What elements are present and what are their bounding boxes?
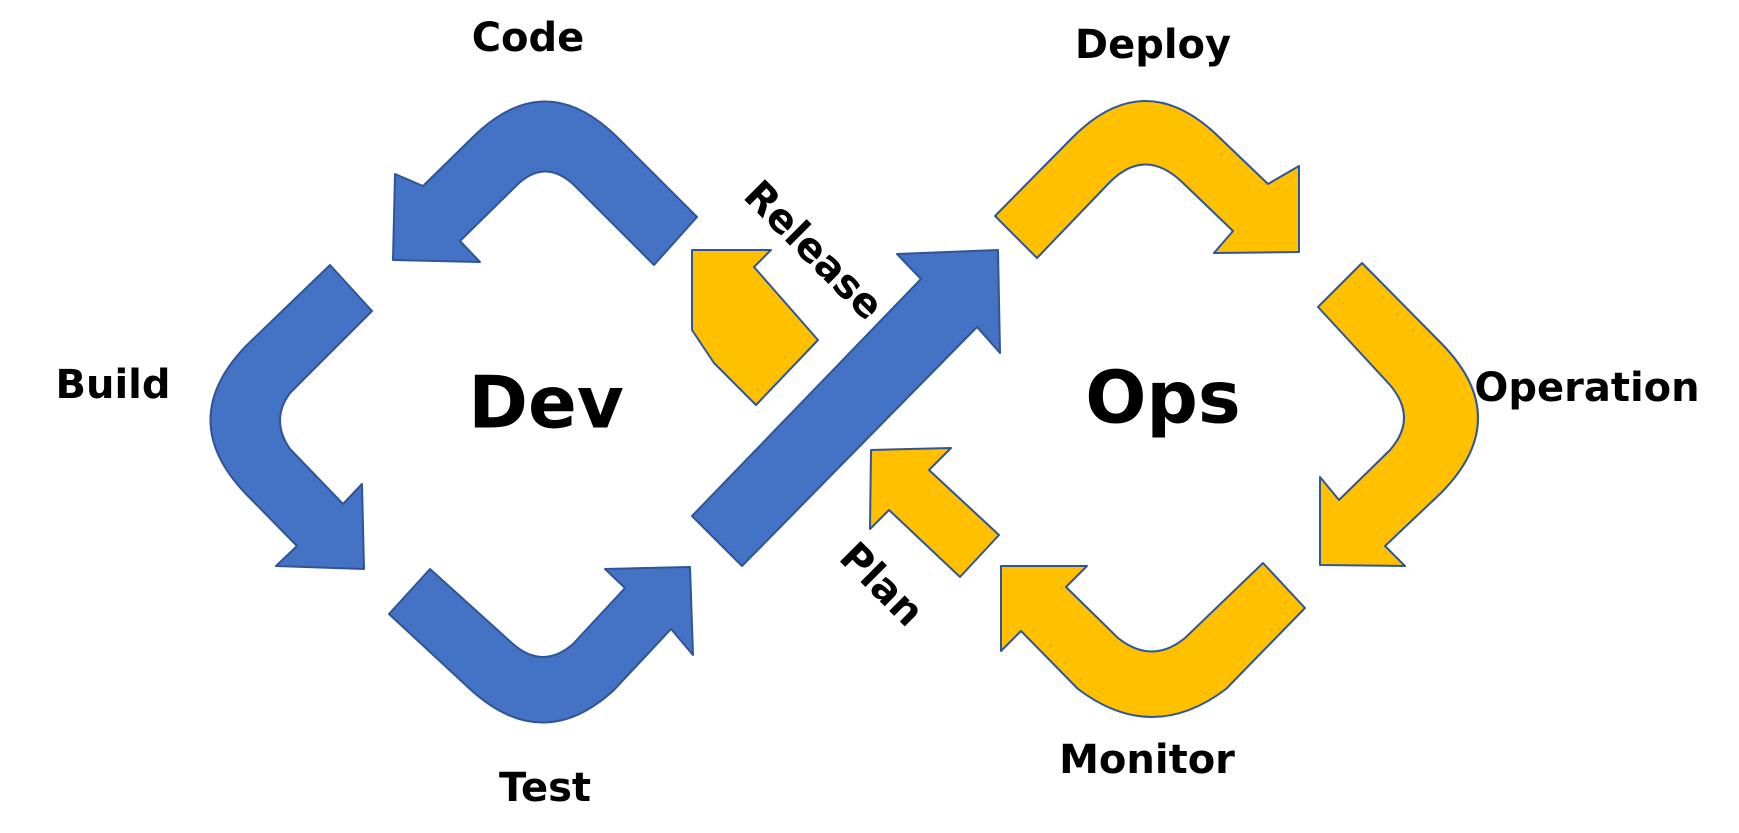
code-label: Code	[472, 15, 585, 61]
plan-label: Plan	[830, 533, 932, 635]
build-label: Build	[55, 362, 170, 408]
test-arrow	[388, 566, 694, 724]
build-arrow	[209, 264, 373, 570]
operation-label: Operation	[1474, 365, 1699, 411]
code-arrow	[392, 100, 698, 266]
dev-label: Dev	[468, 361, 624, 445]
deploy-label: Deploy	[1075, 22, 1231, 68]
operation-arrow	[1317, 262, 1479, 567]
release-arrow	[691, 249, 819, 406]
monitor-arrow	[1000, 562, 1306, 718]
plan-arrow	[869, 447, 1000, 578]
monitor-label: Monitor	[1059, 737, 1235, 783]
test-label: Test	[499, 765, 591, 811]
deploy-arrow	[994, 100, 1300, 259]
ops-label: Ops	[1085, 356, 1241, 440]
release-dev-to-ops-arrow	[691, 249, 1001, 567]
